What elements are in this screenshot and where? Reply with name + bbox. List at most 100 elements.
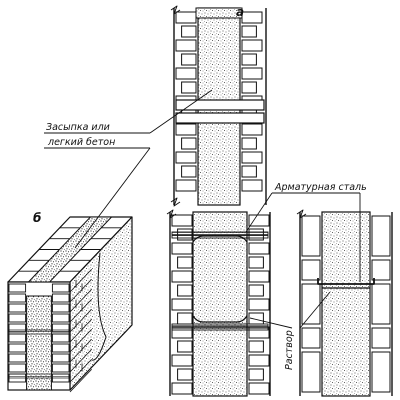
block-left bbox=[301, 259, 321, 281]
label-fill-line1: Засыпка или bbox=[46, 122, 110, 133]
break-mark-top bbox=[296, 209, 307, 219]
brick bbox=[248, 256, 264, 269]
brick bbox=[177, 340, 193, 353]
rebar-hooked bbox=[317, 278, 375, 285]
side-joint bbox=[69, 258, 92, 283]
front-brick-right bbox=[51, 343, 70, 353]
front-brick-right bbox=[51, 333, 70, 343]
brick bbox=[171, 214, 193, 227]
front-brick-left bbox=[8, 343, 27, 353]
block-right bbox=[371, 259, 391, 281]
side-joint bbox=[69, 348, 92, 373]
brick bbox=[248, 340, 264, 353]
side-joint bbox=[69, 328, 92, 353]
front-brick-left bbox=[8, 283, 27, 293]
brick bbox=[171, 354, 193, 367]
brick bbox=[171, 382, 193, 395]
brick bbox=[241, 25, 257, 38]
brick bbox=[181, 25, 197, 38]
block-right bbox=[371, 327, 391, 349]
leader-mortar-to-d bbox=[299, 291, 331, 329]
leader-fill-to-a bbox=[149, 89, 213, 134]
block-left bbox=[301, 327, 321, 349]
front-brick-right bbox=[51, 283, 70, 293]
front-brick-right bbox=[51, 293, 70, 303]
brick bbox=[177, 312, 193, 325]
side-joint bbox=[69, 358, 92, 383]
leader-rebar-to-c bbox=[245, 192, 273, 233]
break-mark-top bbox=[170, 5, 181, 15]
block-right bbox=[371, 351, 391, 393]
side-joint bbox=[69, 298, 92, 323]
leader-lines bbox=[44, 89, 361, 329]
section-d-wall-with-rebar bbox=[296, 209, 393, 397]
side-joint bbox=[69, 368, 92, 393]
label-rebar: Арматурная сталь bbox=[274, 182, 367, 193]
brick bbox=[248, 298, 270, 311]
block-right bbox=[371, 215, 391, 257]
section-b-isometric-block bbox=[7, 216, 133, 393]
brick bbox=[177, 368, 193, 381]
side-joint bbox=[69, 308, 92, 333]
brick bbox=[248, 242, 270, 255]
core-top bbox=[195, 7, 243, 19]
core-outline-bottom bbox=[192, 315, 248, 323]
block-left bbox=[301, 215, 321, 257]
front-brick-left bbox=[8, 293, 27, 303]
side-joint bbox=[69, 268, 92, 293]
header-course bbox=[175, 112, 265, 124]
section-c-wall-with-rebar bbox=[166, 209, 271, 397]
front-brick-left bbox=[8, 363, 27, 373]
brick bbox=[175, 39, 197, 52]
brick bbox=[181, 81, 197, 94]
front-brick-right bbox=[51, 313, 70, 323]
label-fill-line2: легкий бетон bbox=[47, 137, 115, 148]
cutaway-edge bbox=[91, 252, 107, 361]
brick bbox=[241, 137, 257, 150]
front-brick-left bbox=[8, 333, 27, 343]
label-mortar: Раствор bbox=[284, 330, 295, 370]
break-mark-top bbox=[166, 209, 177, 219]
brick bbox=[248, 354, 270, 367]
concrete-core bbox=[192, 211, 248, 397]
brick bbox=[181, 53, 197, 66]
brick bbox=[175, 11, 197, 24]
brick bbox=[241, 81, 257, 94]
concrete-core bbox=[321, 211, 371, 397]
brick bbox=[171, 298, 193, 311]
side-joint bbox=[69, 278, 92, 303]
brick bbox=[248, 368, 264, 381]
brick bbox=[171, 242, 193, 255]
brick bbox=[177, 256, 193, 269]
brick bbox=[241, 179, 263, 192]
leader-mortar-to-c bbox=[249, 317, 293, 329]
brick bbox=[248, 382, 270, 395]
brick bbox=[241, 123, 263, 136]
brick bbox=[241, 39, 263, 52]
front-rebar-band bbox=[8, 373, 70, 379]
brick bbox=[171, 270, 193, 283]
brick bbox=[175, 67, 197, 80]
label-b: б bbox=[33, 211, 41, 225]
side-joint bbox=[69, 318, 92, 343]
section-a-wall bbox=[170, 5, 267, 207]
block-left bbox=[301, 283, 321, 325]
block-left bbox=[301, 351, 321, 393]
front-brick-left bbox=[8, 313, 27, 323]
front-brick-left bbox=[8, 353, 27, 363]
brick bbox=[177, 284, 193, 297]
front-rebar-band bbox=[8, 329, 70, 335]
leader-fill-to-b bbox=[74, 147, 151, 249]
brick bbox=[181, 165, 197, 178]
brick bbox=[248, 284, 264, 297]
front-brick-right bbox=[51, 303, 70, 313]
side-joint bbox=[69, 338, 92, 363]
brick bbox=[248, 270, 270, 283]
brick bbox=[175, 123, 197, 136]
label-a: а bbox=[236, 5, 244, 19]
block-right bbox=[371, 283, 391, 325]
side-joint bbox=[69, 288, 92, 313]
brick bbox=[241, 165, 257, 178]
break-mark-bottom bbox=[170, 197, 181, 207]
